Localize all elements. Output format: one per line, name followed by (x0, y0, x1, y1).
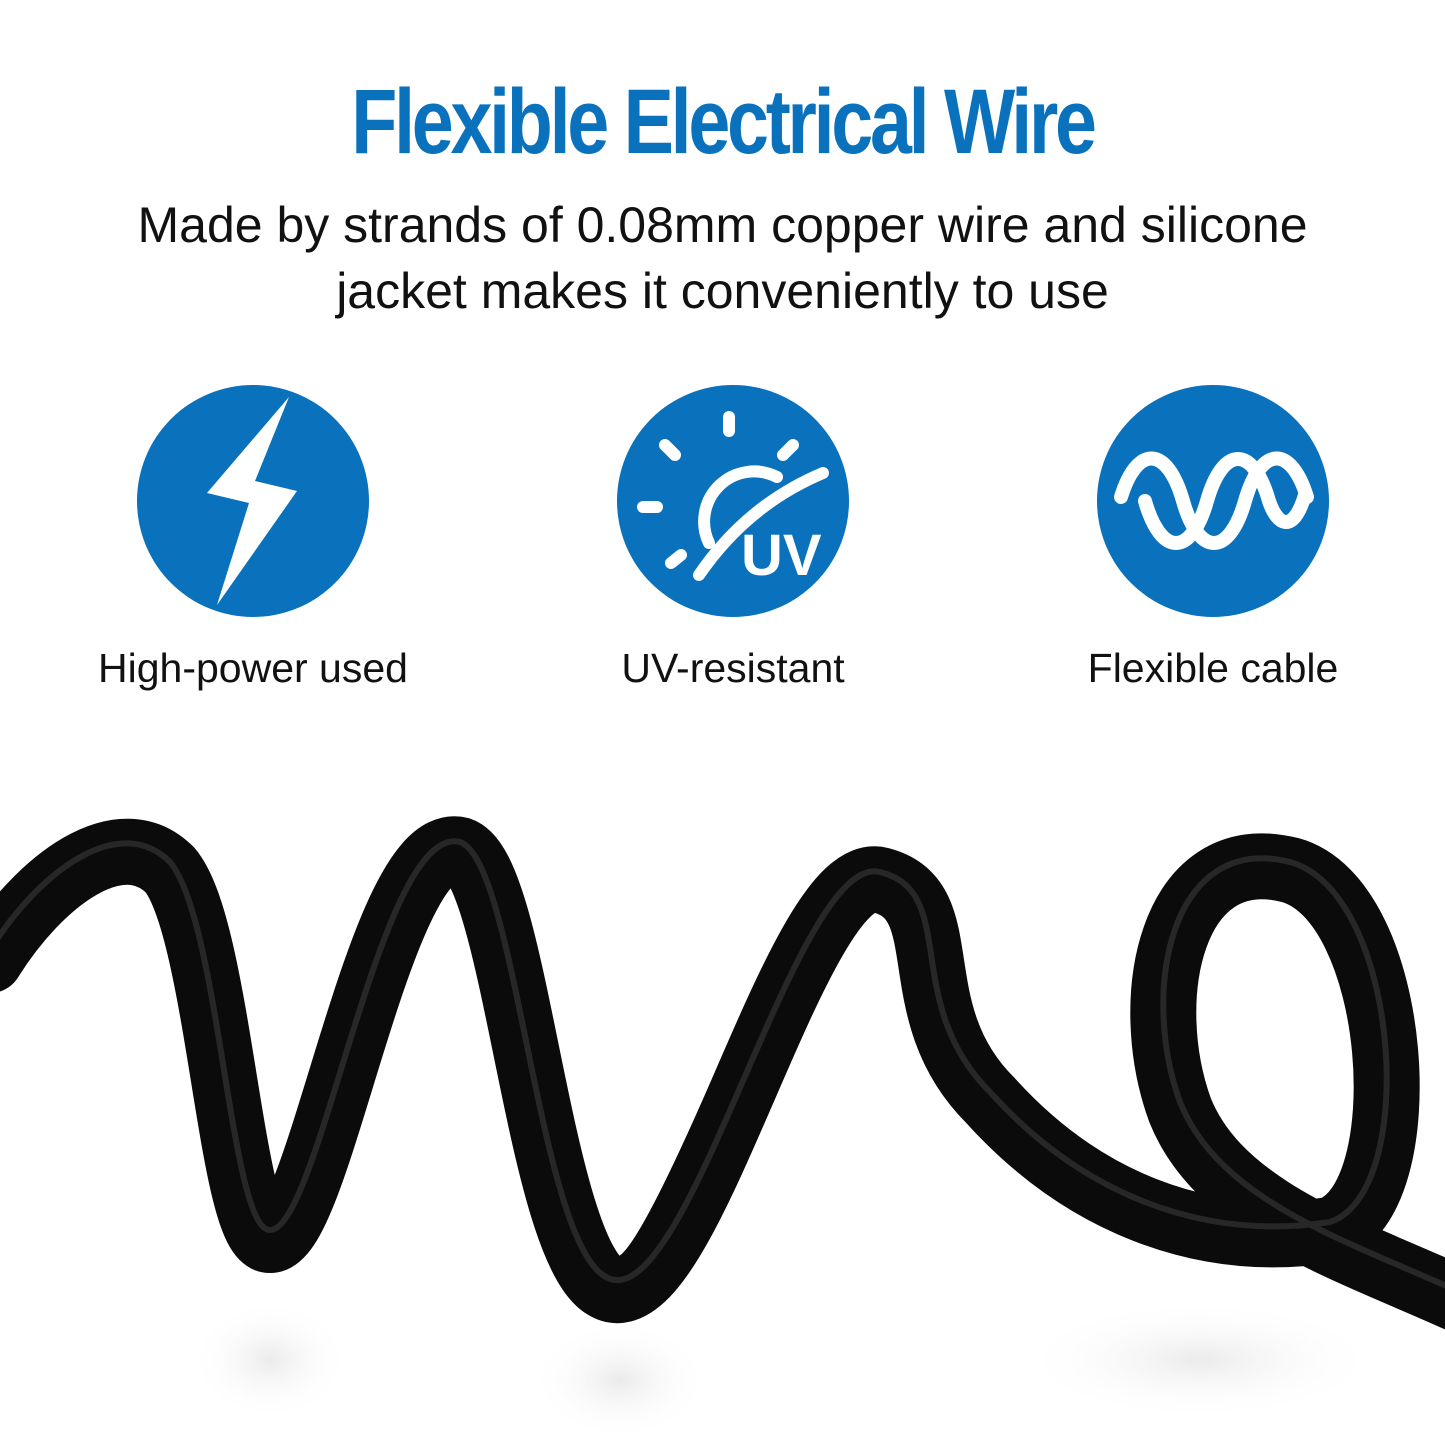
feature-uv-resistant: UV UV-resistant (523, 385, 943, 692)
feature-label: Flexible cable (1087, 645, 1339, 691)
feature-label: High-power used (98, 645, 408, 691)
wave-icon (1097, 385, 1329, 617)
cable-body (0, 816, 1445, 1330)
subtitle: Made by strands of 0.08mm copper wire an… (0, 192, 1445, 324)
cable-photo (0, 816, 1445, 1440)
page-title: Flexible Electrical Wire (351, 71, 1097, 173)
feature-label: UV-resistant (621, 645, 845, 691)
cable-reflection (190, 1300, 1380, 1440)
sun-uv-icon: UV (617, 385, 849, 617)
lightning-bolt-icon (137, 385, 369, 617)
subtitle-line-2: jacket makes it conveniently to use (336, 263, 1109, 319)
feature-flexible-cable: Flexible cable (1003, 385, 1423, 692)
subtitle-line-1: Made by strands of 0.08mm copper wire an… (137, 197, 1308, 253)
uv-icon-text: UV (741, 523, 822, 588)
cable-highlight (0, 838, 1445, 1289)
feature-high-power: High-power used (43, 385, 463, 692)
